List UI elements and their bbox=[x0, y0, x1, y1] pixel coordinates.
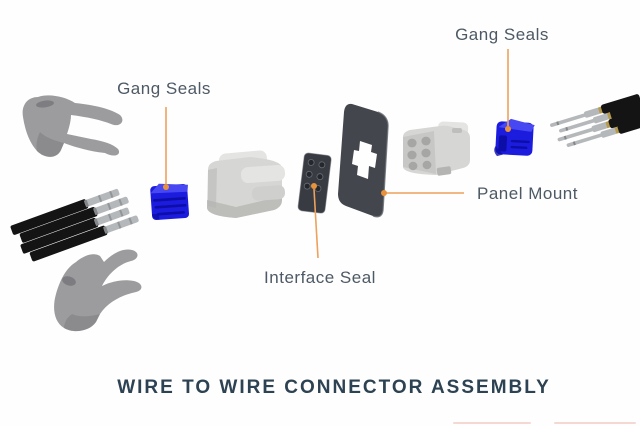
leader-line-gang-seals-right bbox=[505, 49, 511, 132]
gang-seal-right-icon bbox=[494, 118, 535, 157]
gang-seal-left-icon bbox=[150, 183, 190, 221]
faint-line-right bbox=[554, 422, 636, 424]
connector-housing-male-icon bbox=[403, 121, 470, 176]
wire-crimp-terminals-left-icon bbox=[10, 188, 139, 262]
diagram-title: WIRE TO WIRE CONNECTOR ASSEMBLY bbox=[117, 377, 551, 398]
leader-line-panel-mount bbox=[381, 190, 464, 196]
retainer-clip-lower-icon bbox=[54, 249, 142, 332]
retainer-clip-upper-icon bbox=[22, 95, 123, 157]
panel-mount-plate-icon bbox=[338, 103, 389, 218]
label-gang-seals-left: Gang Seals bbox=[117, 79, 211, 98]
connector-housing-female-icon bbox=[207, 150, 286, 218]
leader-line-interface-seal bbox=[311, 183, 319, 259]
wire-pin-terminals-right-icon bbox=[550, 94, 640, 147]
label-interface-seal: Interface Seal bbox=[264, 268, 376, 287]
leader-line-gang-seals-left bbox=[163, 107, 169, 190]
faint-line-left bbox=[453, 422, 531, 424]
label-gang-seals-right: Gang Seals bbox=[455, 25, 549, 44]
label-panel-mount: Panel Mount bbox=[477, 184, 578, 203]
